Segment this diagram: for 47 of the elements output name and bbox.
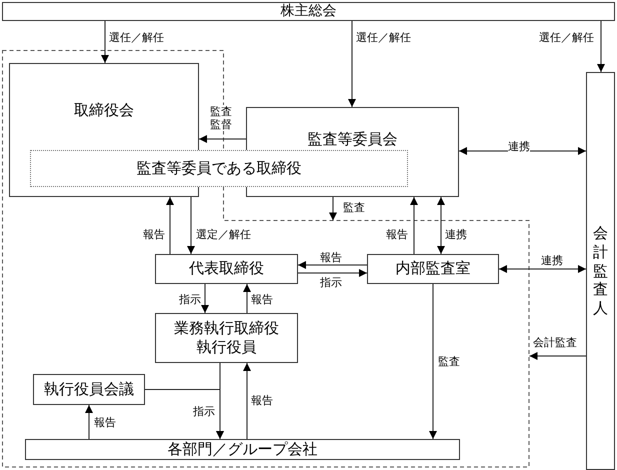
arrow	[243, 284, 251, 314]
organization-box: 会計監査人	[586, 72, 615, 470]
edge-label: 選任／解任	[539, 31, 594, 44]
edge-label: 報告	[143, 228, 165, 241]
edge-label: 報告	[386, 228, 408, 241]
edge-label: 監査	[438, 355, 460, 368]
arrow	[529, 352, 586, 360]
arrow	[298, 269, 368, 277]
arrow	[498, 265, 586, 273]
edge-label: 会計監査	[533, 336, 577, 349]
edge-label: 選任／解任	[109, 31, 164, 44]
edge-label: 報告	[251, 293, 273, 306]
organization-box: 執行役員会議	[33, 374, 145, 405]
edge-label: 選定／解任	[196, 228, 251, 241]
arrow	[458, 147, 586, 155]
arrow	[144, 389, 224, 440]
arrow	[298, 261, 368, 269]
edge-label: 選任／解任	[356, 31, 411, 44]
edge-label: 報告	[320, 251, 342, 264]
edge-label: 連携	[508, 140, 530, 153]
edge-label: 監査監督	[210, 105, 234, 131]
arrow	[85, 404, 93, 440]
organization-box: 株主総会	[2, 2, 615, 21]
arrow	[201, 284, 209, 314]
edge-label: 連携	[541, 254, 563, 267]
arrow	[437, 196, 445, 254]
edge-label: 指示	[179, 293, 201, 306]
organization-box: 内部監査室	[367, 254, 499, 284]
edge-label: 報告	[94, 416, 116, 429]
edge-label: 報告	[251, 394, 273, 407]
organization-box: 代表取締役	[155, 254, 298, 284]
arrow	[348, 20, 356, 108]
organization-box: 業務執行取締役執行役員	[155, 313, 298, 363]
arrow	[101, 20, 109, 64]
arrow	[198, 135, 246, 143]
edge-label: 指示	[320, 276, 342, 289]
arrow	[597, 20, 605, 72]
edge-label: 連携	[445, 228, 467, 241]
organization-box: 各部門／グループ会社	[25, 439, 460, 460]
arrow	[329, 196, 337, 221]
edge-label: 指示	[193, 405, 215, 418]
arrow	[429, 284, 437, 440]
arrow	[243, 362, 251, 440]
arrow	[410, 196, 418, 254]
edge-label: 監査	[343, 201, 365, 214]
arrow	[187, 196, 195, 254]
arrow	[166, 196, 174, 254]
